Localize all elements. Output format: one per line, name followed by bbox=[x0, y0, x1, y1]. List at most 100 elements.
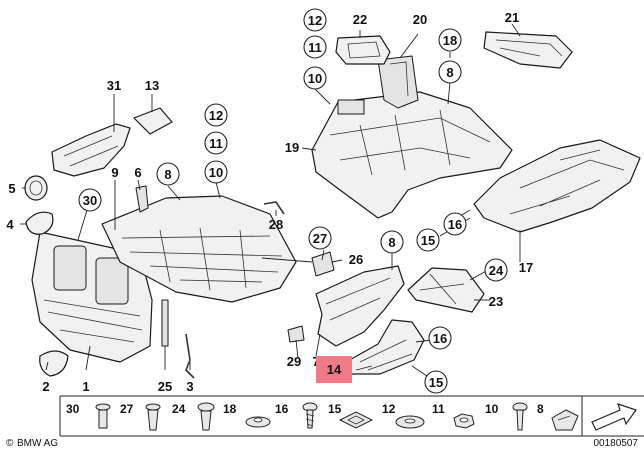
strip-label-18: 18 bbox=[223, 402, 237, 416]
callout-10-mid: 10 bbox=[204, 160, 228, 184]
callout-21: 21 bbox=[505, 10, 519, 25]
nut-11-icon bbox=[453, 413, 475, 429]
svg-text:12: 12 bbox=[308, 13, 322, 28]
bracket-26 bbox=[311, 251, 335, 277]
callout-16-lower: 16 bbox=[428, 326, 452, 350]
callout-13: 13 bbox=[145, 78, 159, 93]
callout-15-lower: 15 bbox=[424, 370, 448, 394]
strip-label-15: 15 bbox=[328, 402, 342, 416]
svg-text:16: 16 bbox=[433, 331, 447, 346]
svg-text:12: 12 bbox=[209, 108, 223, 123]
callout-29: 29 bbox=[287, 354, 301, 369]
strip-label-10: 10 bbox=[485, 402, 499, 416]
callout-9: 9 bbox=[111, 165, 118, 180]
callout-3: 3 bbox=[186, 379, 193, 394]
svg-text:18: 18 bbox=[443, 33, 457, 48]
callout-23: 23 bbox=[489, 294, 503, 309]
fastener-strip: 30 27 24 18 16 15 bbox=[59, 395, 644, 437]
callout-27: 27 bbox=[308, 226, 332, 250]
svg-text:15: 15 bbox=[429, 375, 443, 390]
strip-25 bbox=[161, 299, 169, 347]
callout-8-mid: 8 bbox=[380, 230, 404, 254]
shield-14 bbox=[345, 319, 425, 375]
callout-15-upper: 15 bbox=[416, 228, 440, 252]
svg-text:10: 10 bbox=[308, 71, 322, 86]
callout-4: 4 bbox=[6, 217, 14, 232]
svg-text:10: 10 bbox=[209, 165, 223, 180]
callout-11-mid: 11 bbox=[204, 131, 228, 155]
callout-1: 1 bbox=[82, 379, 89, 394]
callout-20: 20 bbox=[413, 12, 427, 27]
screw-16-icon bbox=[302, 402, 318, 429]
svg-text:8: 8 bbox=[388, 235, 395, 250]
callout-22: 22 bbox=[353, 12, 367, 27]
plate-13 bbox=[133, 107, 173, 135]
callout-30: 30 bbox=[78, 188, 102, 212]
callout-17: 17 bbox=[519, 260, 533, 275]
callout-2: 2 bbox=[42, 379, 49, 394]
cap-2 bbox=[39, 350, 69, 377]
svg-text:15: 15 bbox=[421, 233, 435, 248]
callout-12-mid: 12 bbox=[204, 103, 228, 127]
svg-text:16: 16 bbox=[448, 217, 462, 232]
push-pin-30-icon bbox=[95, 403, 111, 429]
strip-label-30: 30 bbox=[66, 402, 80, 416]
strip-label-8: 8 bbox=[537, 402, 544, 416]
callout-18: 18 bbox=[438, 28, 462, 52]
callout-11-upper: 11 bbox=[303, 35, 327, 59]
callout-6: 6 bbox=[134, 165, 141, 180]
bracket-31 bbox=[51, 123, 131, 177]
clip-nut-15-icon bbox=[338, 411, 374, 429]
svg-text:30: 30 bbox=[83, 193, 97, 208]
clip-29 bbox=[287, 325, 305, 343]
underbody-shield-19 bbox=[311, 55, 513, 219]
svg-text:14: 14 bbox=[327, 362, 342, 377]
clamp-8-icon bbox=[551, 409, 579, 431]
strip-label-11: 11 bbox=[432, 402, 445, 416]
strip-label-12: 12 bbox=[382, 402, 396, 416]
callout-10-upper: 10 bbox=[303, 66, 327, 90]
svg-text:27: 27 bbox=[313, 231, 327, 246]
callout-28: 28 bbox=[269, 217, 283, 232]
callout-24: 24 bbox=[484, 258, 508, 282]
svg-text:11: 11 bbox=[209, 136, 223, 151]
callout-16-upper: 16 bbox=[443, 212, 467, 236]
arrow-icon bbox=[591, 403, 637, 431]
callout-8-left: 8 bbox=[156, 162, 180, 186]
svg-text:24: 24 bbox=[489, 263, 504, 278]
callout-31: 31 bbox=[107, 78, 121, 93]
wire-28 bbox=[263, 201, 285, 215]
svg-text:8: 8 bbox=[164, 167, 171, 182]
strip-label-16: 16 bbox=[275, 402, 289, 416]
bracket-23 bbox=[407, 267, 485, 313]
panel-9 bbox=[101, 195, 297, 303]
diagram-id: 00180507 bbox=[594, 438, 639, 449]
callout-25: 25 bbox=[158, 379, 172, 394]
push-rivet-27-icon bbox=[145, 403, 161, 431]
rod-3 bbox=[185, 333, 195, 379]
callout-14-highlighted: 14 bbox=[316, 356, 352, 383]
clip-24-icon bbox=[197, 402, 215, 431]
washer-12-icon bbox=[395, 415, 425, 429]
nut-18-icon bbox=[245, 416, 271, 428]
svg-text:8: 8 bbox=[446, 65, 453, 80]
strip-label-27: 27 bbox=[120, 402, 134, 416]
bracket-22 bbox=[335, 35, 391, 65]
callout-5: 5 bbox=[8, 181, 15, 196]
clip-6 bbox=[135, 185, 149, 213]
shield-17 bbox=[473, 139, 641, 233]
callout-19: 19 bbox=[285, 140, 299, 155]
brand-label: BMW AG bbox=[17, 438, 58, 449]
duct-21 bbox=[483, 31, 573, 69]
callout-8-upper: 8 bbox=[438, 60, 462, 84]
ring-5 bbox=[24, 175, 48, 201]
cap-4 bbox=[25, 211, 54, 235]
bolt-10-icon bbox=[512, 402, 528, 431]
strip-label-24: 24 bbox=[172, 402, 186, 416]
shield-7 bbox=[315, 265, 405, 347]
svg-text:11: 11 bbox=[308, 40, 322, 55]
callout-26: 26 bbox=[349, 252, 363, 267]
callout-12-upper: 12 bbox=[303, 8, 327, 32]
copyright-symbol: © bbox=[6, 438, 14, 449]
